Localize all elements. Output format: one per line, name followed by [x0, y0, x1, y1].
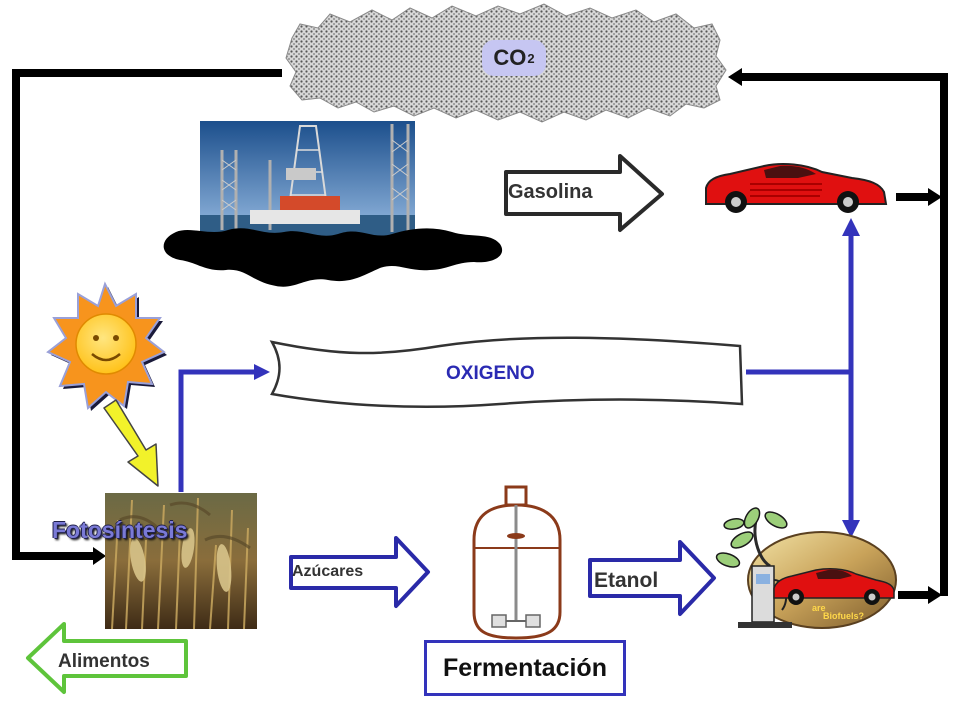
- oxygen-flow-lines: [178, 218, 860, 538]
- co2-text: CO: [493, 45, 527, 70]
- co2-subscript: 2: [527, 50, 535, 66]
- biofuel-badge-text-1: are: [812, 603, 826, 613]
- alimentos-arrow-icon: [26, 622, 188, 694]
- oil-rig-photo: [200, 121, 415, 243]
- biofuel-badge-text-2: Biofuels?: [823, 611, 865, 621]
- oxigeno-banner-icon: [269, 336, 744, 409]
- etanol-label: Etanol: [594, 569, 659, 592]
- gasolina-label: Gasolina: [508, 181, 593, 203]
- biofuel-pump-badge-icon: [715, 507, 897, 629]
- co2-cycle-lines: [12, 68, 948, 604]
- sunbeam-arrow-icon: [103, 399, 159, 487]
- fermenter-tank-icon: [472, 485, 562, 640]
- corn-field-photo: [105, 493, 257, 630]
- fotosintesis-label: Fotosíntesis: [52, 517, 188, 543]
- azucares-label: Azúcares: [292, 563, 364, 580]
- oil-blob-icon: [163, 228, 503, 287]
- azucares-arrow-icon: [289, 536, 430, 608]
- red-sports-car-icon: [705, 163, 888, 213]
- gasolina-arrow-icon: [504, 154, 664, 232]
- sun-face-icon: [46, 281, 167, 411]
- fermentacion-label: Fermentación: [424, 640, 626, 696]
- etanol-arrow-icon: [588, 540, 716, 616]
- alimentos-label: Alimentos: [58, 651, 150, 672]
- oxigeno-label: OXIGENO: [446, 363, 535, 384]
